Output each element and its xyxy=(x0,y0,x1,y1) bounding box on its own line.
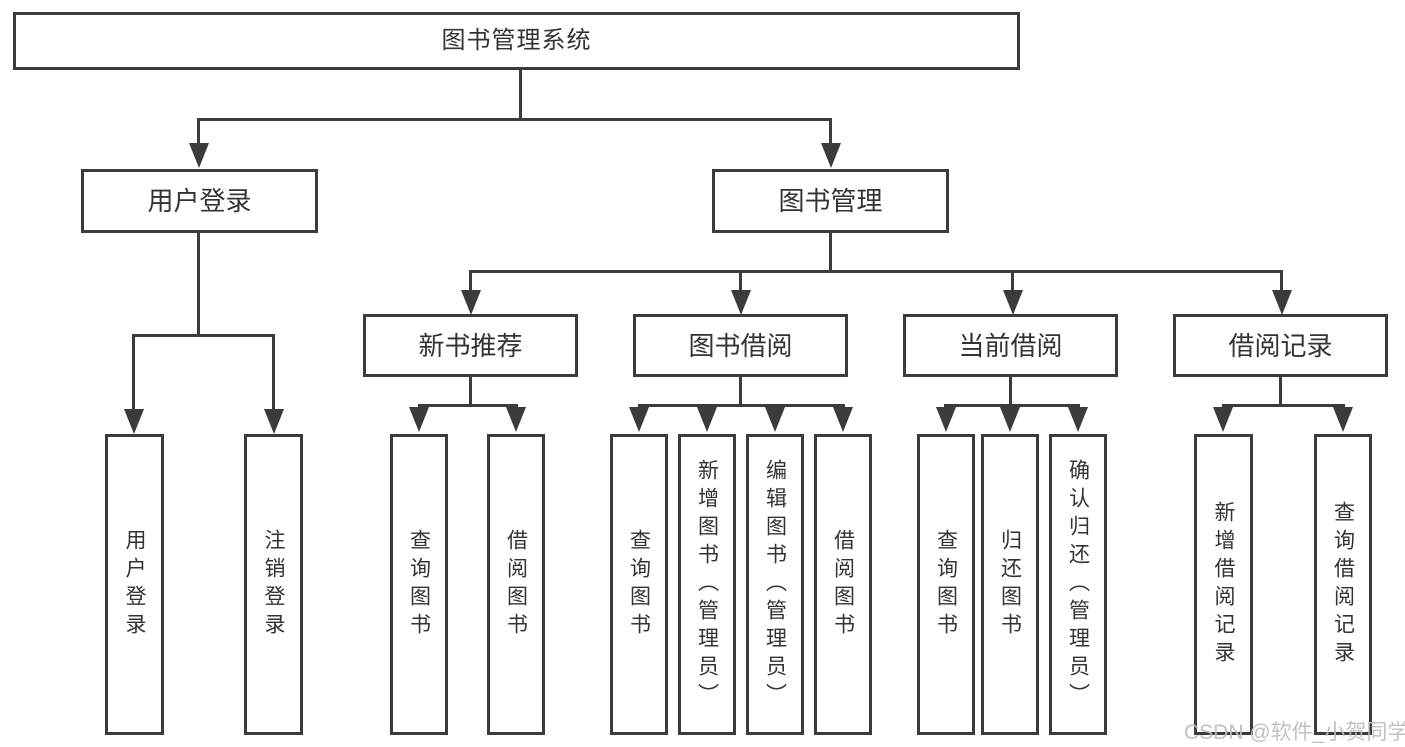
connector-line xyxy=(1011,270,1014,292)
arrow-down-icon xyxy=(765,407,785,432)
leaf-records-add-record: 新增借阅记录 xyxy=(1194,434,1253,735)
connector-line xyxy=(829,118,832,146)
connector-line xyxy=(197,233,200,337)
connector-line xyxy=(198,118,832,121)
node-book-management: 图书管理 xyxy=(712,169,949,233)
node-user-login: 用户登录 xyxy=(81,169,318,233)
leaf-current-confirm-return-admin: 确认归还（管理员） xyxy=(1049,434,1107,735)
connector-line xyxy=(829,233,832,272)
arrow-down-icon xyxy=(1003,290,1023,315)
leaf-user-login: 用户登录 xyxy=(105,434,164,735)
connector-line xyxy=(132,334,135,412)
connector-line xyxy=(739,270,742,292)
connector-line xyxy=(1279,377,1282,407)
leaf-current-query-books: 查询图书 xyxy=(917,434,975,735)
leaf-current-return-books: 归还图书 xyxy=(981,434,1039,735)
connector-line xyxy=(469,270,472,292)
leaf-borrowing-add-books-admin: 新增图书（管理员） xyxy=(678,434,736,735)
arrow-down-icon xyxy=(697,407,717,432)
arrow-down-icon xyxy=(189,143,209,168)
connector-line xyxy=(944,404,1080,407)
arrow-down-icon xyxy=(1213,407,1233,432)
node-new-book-recommendation: 新书推荐 xyxy=(363,314,578,377)
connector-line xyxy=(1280,270,1283,292)
arrow-down-icon xyxy=(1068,407,1088,432)
node-current-borrowing: 当前借阅 xyxy=(903,314,1118,377)
arrow-down-icon xyxy=(936,407,956,432)
connector-line xyxy=(469,377,472,407)
connector-line xyxy=(197,118,200,146)
arrow-down-icon xyxy=(506,407,526,432)
leaf-records-query-record: 查询借阅记录 xyxy=(1314,434,1372,735)
node-borrowing-records: 借阅记录 xyxy=(1173,314,1388,377)
arrow-down-icon xyxy=(731,290,751,315)
leaf-newbook-query-books: 查询图书 xyxy=(390,434,448,735)
connector-line xyxy=(272,334,275,412)
connector-line xyxy=(638,404,845,407)
leaf-logout-login: 注销登录 xyxy=(244,434,303,735)
arrow-down-icon xyxy=(821,143,841,168)
arrow-down-icon xyxy=(264,409,284,434)
arrow-down-icon xyxy=(629,407,649,432)
connector-line xyxy=(519,70,522,119)
arrow-down-icon xyxy=(1000,407,1020,432)
leaf-borrowing-query-books: 查询图书 xyxy=(610,434,668,735)
arrow-down-icon xyxy=(461,290,481,315)
connector-line xyxy=(1222,404,1345,407)
connector-line xyxy=(739,377,742,407)
leaf-borrowing-edit-books-admin: 编辑图书（管理员） xyxy=(746,434,804,735)
arrow-down-icon xyxy=(409,407,429,432)
arrow-down-icon xyxy=(833,407,853,432)
leaf-borrowing-borrow-books: 借阅图书 xyxy=(814,434,872,735)
connector-line xyxy=(1009,377,1012,407)
csdn-watermark: CSDN @软件_小贺同学 xyxy=(1184,721,1405,744)
node-library-management-system: 图书管理系统 xyxy=(13,12,1020,70)
leaf-newbook-borrow-books: 借阅图书 xyxy=(487,434,545,735)
arrow-down-icon xyxy=(1333,407,1353,432)
node-book-borrowing: 图书借阅 xyxy=(633,314,848,377)
connector-line xyxy=(132,334,275,337)
arrow-down-icon xyxy=(124,409,144,434)
connector-line xyxy=(418,404,518,407)
connector-line xyxy=(469,270,1283,273)
arrow-down-icon xyxy=(1272,290,1292,315)
